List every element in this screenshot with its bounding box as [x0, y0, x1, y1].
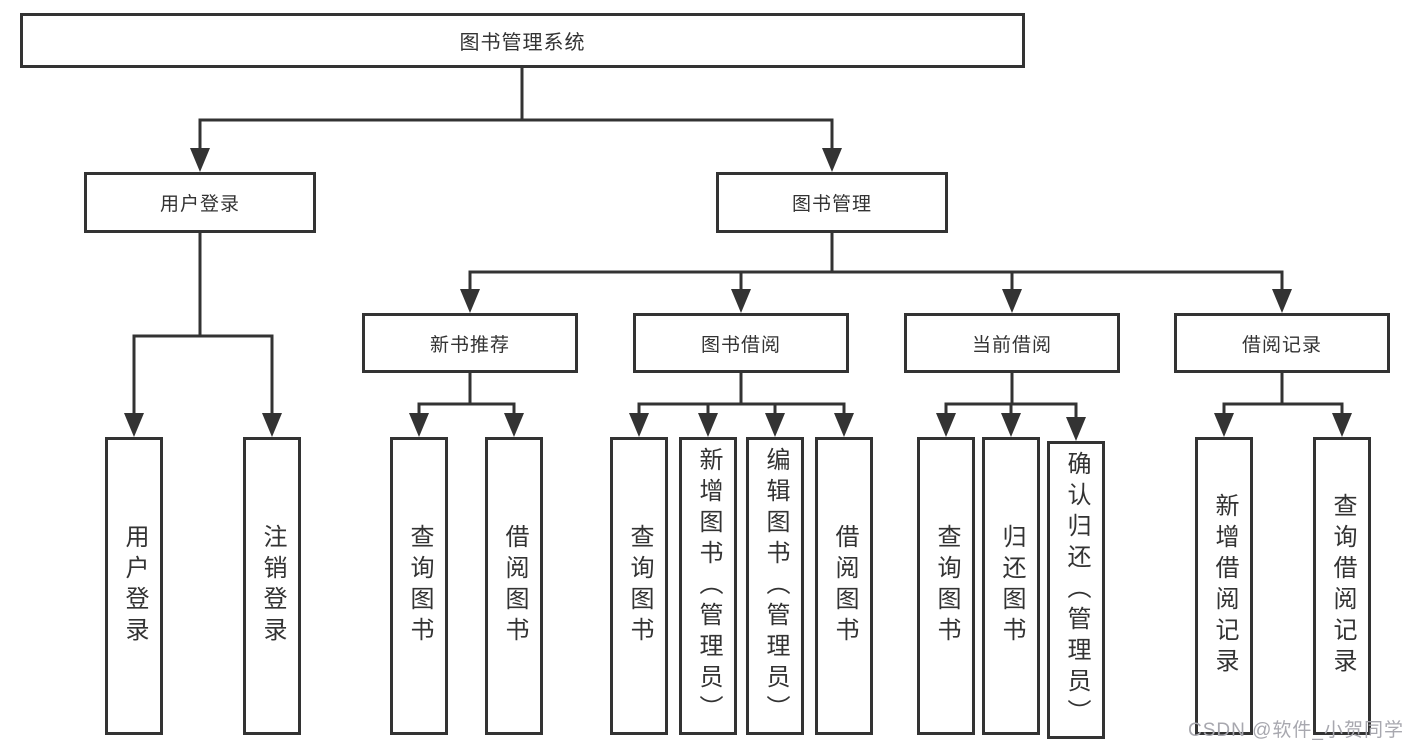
- leaf-edit-books-admin: 编辑图书（管理员）: [746, 437, 804, 735]
- node-label: 确认归还（管理员）: [1063, 450, 1090, 730]
- connector-arrow-icon: [1214, 413, 1234, 437]
- node-new-book-recommend: 新书推荐: [362, 313, 578, 373]
- leaf-confirm-return-admin: 确认归还（管理员）: [1047, 441, 1105, 739]
- node-current-borrow: 当前借阅: [904, 313, 1120, 373]
- connector-arrow-icon: [262, 413, 282, 437]
- connector-arrow-icon: [190, 148, 210, 172]
- connector-arrow-icon: [834, 413, 854, 437]
- leaf-return-books: 归还图书: [982, 437, 1040, 735]
- leaf-add-books-admin: 新增图书（管理员）: [679, 437, 737, 735]
- node-label: 当前借阅: [971, 334, 1052, 356]
- connector-arrow-icon: [765, 413, 785, 437]
- node-book-borrow: 图书借阅: [633, 313, 849, 373]
- connector-arrow-icon: [504, 413, 524, 437]
- node-label: 图书管理: [791, 194, 872, 215]
- node-label: 图书管理系统: [459, 32, 586, 54]
- node-label: 借阅图书: [501, 524, 528, 648]
- node-label: 查询图书: [626, 524, 653, 648]
- connector-arrow-icon: [460, 289, 480, 313]
- node-label: 用户登录: [121, 524, 148, 648]
- node-label: 用户登录: [159, 194, 240, 215]
- node-book-management: 图书管理: [716, 172, 948, 233]
- node-label: 借阅图书: [831, 524, 858, 648]
- connector-arrow-icon: [936, 413, 956, 437]
- leaf-user-login: 用户登录: [105, 437, 163, 735]
- node-label: 查询借阅记录: [1329, 493, 1356, 679]
- node-label: 借阅记录: [1241, 334, 1322, 356]
- leaf-borrow-books-recommend: 借阅图书: [485, 437, 543, 735]
- leaf-logout: 注销登录: [243, 437, 301, 735]
- connector-arrow-icon: [698, 413, 718, 437]
- connector-arrow-icon: [629, 413, 649, 437]
- node-label: 编辑图书（管理员）: [762, 446, 789, 726]
- connector-arrow-icon: [1066, 417, 1086, 441]
- connector-arrow-icon: [124, 413, 144, 437]
- connector-arrow-icon: [1001, 413, 1021, 437]
- leaf-query-books-borrow: 查询图书: [610, 437, 668, 735]
- node-label: 查询图书: [933, 524, 960, 648]
- leaf-query-borrow-record: 查询借阅记录: [1313, 437, 1371, 735]
- connector-arrow-icon: [1002, 289, 1022, 313]
- node-label: 新书推荐: [429, 334, 510, 356]
- csdn-watermark: CSDN @软件_小贺同学: [1188, 720, 1404, 741]
- node-label: 新增借阅记录: [1211, 493, 1238, 679]
- connector-arrow-icon: [1272, 289, 1292, 313]
- node-label: 图书借阅: [700, 334, 781, 356]
- connector-arrow-icon: [731, 289, 751, 313]
- node-user-login: 用户登录: [84, 172, 316, 233]
- leaf-query-books-current: 查询图书: [917, 437, 975, 735]
- node-borrow-records: 借阅记录: [1174, 313, 1390, 373]
- connector-arrow-icon: [409, 413, 429, 437]
- connector-arrow-icon: [822, 148, 842, 172]
- node-library-management-system: 图书管理系统: [20, 13, 1025, 68]
- connector-arrow-icon: [1332, 413, 1352, 437]
- node-label: 归还图书: [998, 524, 1025, 648]
- leaf-borrow-books: 借阅图书: [815, 437, 873, 735]
- leaf-add-borrow-record: 新增借阅记录: [1195, 437, 1253, 735]
- leaf-query-books-recommend: 查询图书: [390, 437, 448, 735]
- node-label: 注销登录: [259, 524, 286, 648]
- node-label: 新增图书（管理员）: [695, 446, 722, 726]
- node-label: 查询图书: [406, 524, 433, 648]
